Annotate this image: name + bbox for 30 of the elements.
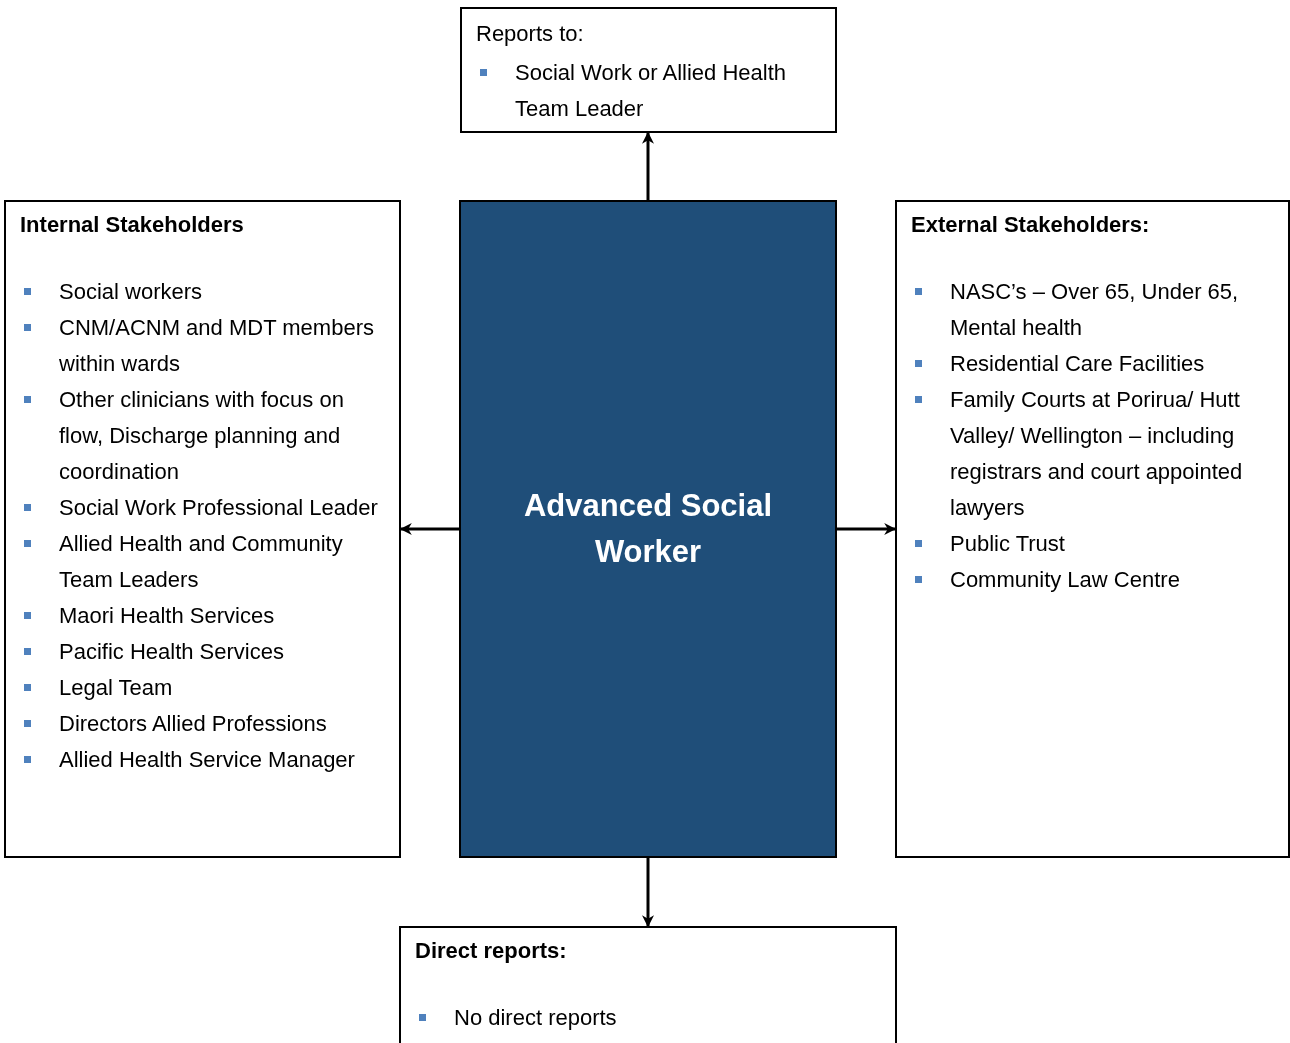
list-item: Legal Team — [59, 674, 174, 702]
role-title: Advanced Social Worker — [522, 487, 774, 571]
list-item: Directors Allied Professions — [59, 710, 328, 738]
arrow — [642, 131, 654, 200]
list-item: Residential Care Facilities — [950, 350, 1206, 378]
role-box — [459, 200, 837, 858]
list-item: Social Work Professional Leader — [59, 494, 379, 522]
list-item: Community Law Centre — [950, 566, 1181, 594]
list-item: Social Work or Allied Health Team Leader — [515, 59, 788, 123]
stakeholder-box — [4, 200, 401, 858]
box-heading: Direct reports: — [415, 937, 568, 965]
stakeholder-box — [399, 926, 897, 1043]
list-item: Family Courts at Porirua/ Hutt Valley/ Wellington – including registrars and court appointed lawyers — [950, 386, 1244, 522]
list-item: Other clinicians with focus on flow, Discharge planning and coordination — [59, 386, 345, 486]
list-item: NASC’s – Over 65, Under 65, Mental health — [950, 278, 1240, 342]
box-heading: External Stakeholders: — [911, 211, 1151, 239]
box-heading: Reports to: — [476, 20, 585, 48]
list-item: Social workers — [59, 278, 204, 306]
arrow — [642, 858, 654, 928]
list-item: Public Trust — [950, 530, 1066, 558]
stakeholder-box — [460, 7, 837, 133]
list-item: Pacific Health Services — [59, 638, 285, 666]
arrow — [837, 523, 897, 535]
box-heading: Internal Stakeholders — [20, 211, 245, 239]
list-item: Allied Health Service Manager — [59, 746, 356, 774]
list-item: No direct reports — [454, 1004, 618, 1032]
stakeholder-box — [895, 200, 1290, 858]
list-item: Maori Health Services — [59, 602, 276, 630]
list-item: Allied Health and Community Team Leaders — [59, 530, 344, 594]
list-item: CNM/ACNM and MDT members within wards — [59, 314, 375, 378]
